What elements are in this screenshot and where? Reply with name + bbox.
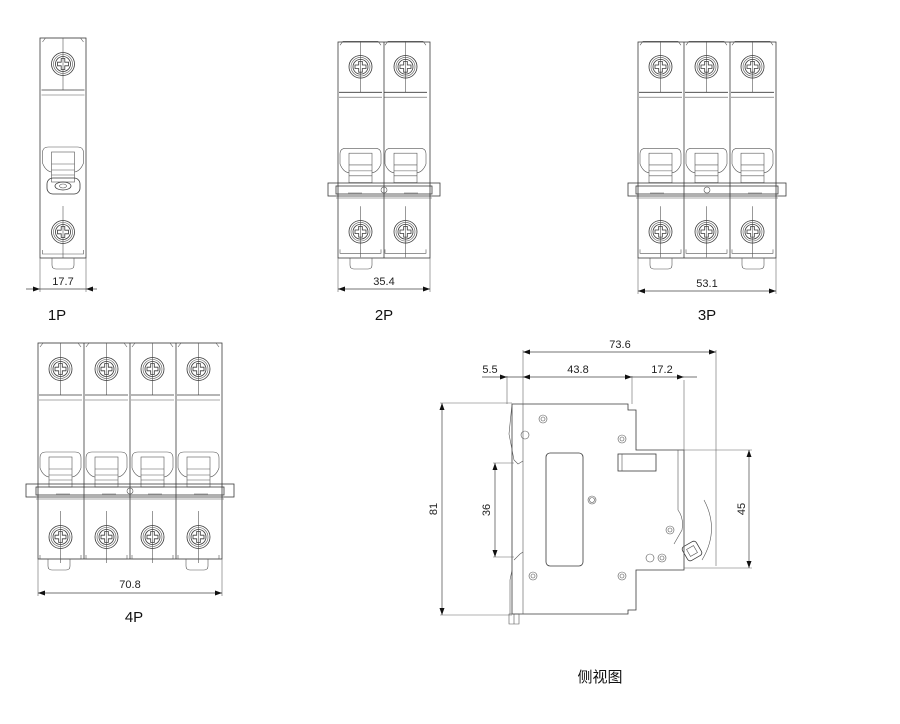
side-dimension-din-rail-clip: 36: [481, 504, 493, 516]
front-view-3p: 53.1 3P: [627, 41, 787, 324]
side-dimension-front-protrusion: 17.2: [651, 364, 672, 376]
label-3p: 3P: [698, 307, 716, 324]
width-dimension-3p: 53.1: [696, 278, 717, 290]
width-dimension-2p: 35.4: [373, 276, 394, 288]
side-dimension-overall-height: 81: [428, 503, 440, 515]
label-1p: 1P: [48, 307, 66, 324]
side-dimension-overall-depth: 73.6: [609, 339, 630, 351]
width-dimension-1p: 17.7: [52, 276, 73, 288]
label-2p: 2P: [375, 307, 393, 324]
label-4p: 4P: [125, 609, 143, 626]
side-dimension-front-face-height: 45: [736, 503, 748, 515]
front-view-2p: 35.4 2P: [327, 41, 441, 324]
side-dimension-body-depth: 43.8: [567, 364, 588, 376]
width-dimension-4p: 70.8: [119, 579, 140, 591]
front-view-4p: 70.8 4P: [25, 343, 235, 626]
side-view-label: 侧视图: [577, 668, 622, 686]
front-view-1p: 17.7 1P: [26, 38, 97, 324]
side-view: 73.6 5.5 43.8 17.2 81 36 45 侧视图: [428, 339, 752, 686]
side-dimension-front-offset: 5.5: [482, 364, 497, 376]
